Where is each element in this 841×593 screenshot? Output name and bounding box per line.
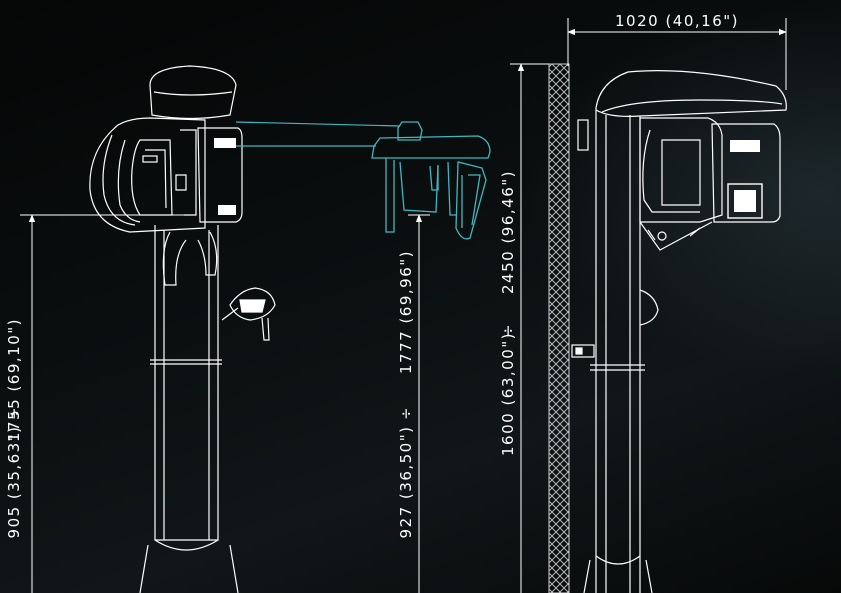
column-max-label: 1755 (69,10") <box>5 318 23 442</box>
side-sensor <box>711 123 781 223</box>
top-hood <box>595 70 787 117</box>
head-housing <box>89 117 206 233</box>
top-cap <box>149 65 237 120</box>
sensor-block <box>197 127 243 223</box>
height-min-wall-label: 1600 (63,00") <box>499 332 517 456</box>
chin-knob <box>229 287 276 321</box>
chin-max-label: 1777 (69,96") <box>397 250 415 374</box>
wall-hatching <box>548 63 570 593</box>
ceph-connector-lines <box>235 121 401 147</box>
dimension-lines <box>20 18 787 593</box>
side-column <box>595 110 641 593</box>
cephalostat-unit <box>371 121 491 240</box>
front-view-unit <box>89 65 276 593</box>
range-symbol-left: ÷ <box>5 406 23 420</box>
side-head <box>639 117 723 223</box>
side-view-unit <box>571 70 787 593</box>
range-symbol-right: ÷ <box>499 323 517 337</box>
chin-min-label: 927 (36,50") <box>397 426 415 539</box>
height-total-label: 2450 (96,46") <box>499 170 517 294</box>
column <box>154 225 219 541</box>
base <box>139 544 239 593</box>
range-symbol-middle: ÷ <box>397 406 415 420</box>
width-total-label: 1020 (40,16") <box>615 12 739 30</box>
column-min-label: 905 (35,63") <box>5 426 23 539</box>
